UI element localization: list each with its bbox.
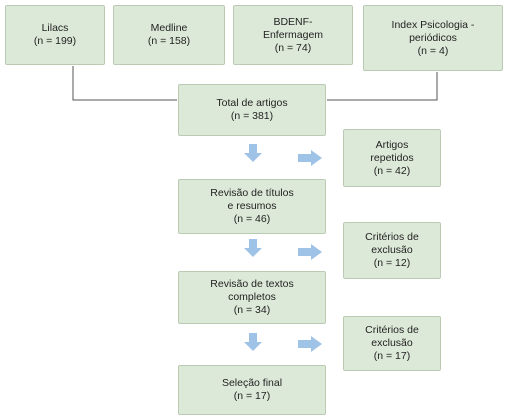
exclusion-box-criteria-2: Critérios de exclusão (n = 17) bbox=[343, 316, 441, 371]
exclusion-criteria1-line2: exclusão bbox=[371, 244, 413, 256]
right-arrow-icon bbox=[298, 150, 322, 166]
step-total-label: Total de artigos bbox=[216, 97, 288, 109]
step-title-review-line2: e resumos bbox=[227, 200, 277, 212]
exclusion-duplicates-line2: repetidos bbox=[370, 151, 414, 164]
step-title-review-line1: Revisão de títulos bbox=[210, 187, 294, 199]
step-total-count: (n = 381) bbox=[230, 110, 274, 122]
step-title-review-count: (n = 46) bbox=[233, 213, 271, 225]
source-bdenf-name-line1: BDENF- bbox=[273, 15, 313, 28]
source-lilacs-name: Lilacs bbox=[41, 22, 69, 34]
source-box-medline: Medline (n = 158) bbox=[113, 5, 225, 65]
step-box-final-selection: Seleção final (n = 17) bbox=[178, 365, 326, 415]
step-final-count: (n = 17) bbox=[233, 390, 271, 402]
exclusion-duplicates-count: (n = 42) bbox=[373, 164, 411, 177]
right-arrow-icon bbox=[298, 336, 322, 352]
down-arrow-icon bbox=[244, 239, 262, 257]
left-connector bbox=[72, 66, 177, 101]
source-medline-name: Medline bbox=[150, 22, 188, 34]
step-fulltext-line1: Revisão de textos bbox=[210, 278, 294, 290]
source-index-name-line1: Index Psicologia - bbox=[391, 18, 475, 31]
step-box-total: Total de artigos (n = 381) bbox=[178, 84, 326, 136]
exclusion-criteria2-count: (n = 17) bbox=[373, 350, 411, 362]
source-medline-count: (n = 158) bbox=[147, 35, 191, 47]
exclusion-box-criteria-1: Critérios de exclusão (n = 12) bbox=[343, 222, 441, 279]
source-lilacs-count: (n = 199) bbox=[33, 35, 77, 47]
right-arrow-icon bbox=[298, 244, 322, 260]
source-box-index-psicologia: Index Psicologia - periódicos (n = 4) bbox=[363, 5, 503, 71]
exclusion-criteria1-count: (n = 12) bbox=[373, 257, 411, 269]
step-final-label: Seleção final bbox=[221, 377, 283, 389]
exclusion-criteria2-line1: Critérios de bbox=[365, 324, 419, 336]
right-connector bbox=[327, 72, 438, 101]
step-fulltext-count: (n = 34) bbox=[233, 304, 271, 316]
source-bdenf-count: (n = 74) bbox=[274, 41, 312, 54]
source-box-lilacs: Lilacs (n = 199) bbox=[5, 5, 105, 65]
exclusion-box-duplicates: Artigos repetidos (n = 42) bbox=[343, 129, 441, 187]
source-index-name-line2: periódicos bbox=[409, 31, 457, 44]
source-index-count: (n = 4) bbox=[417, 44, 449, 57]
step-fulltext-line2: completos bbox=[228, 291, 276, 303]
step-box-title-abstract-review: Revisão de títulos e resumos (n = 46) bbox=[178, 179, 326, 234]
source-box-bdenf: BDENF- Enfermagem (n = 74) bbox=[233, 5, 353, 65]
exclusion-criteria1-line1: Critérios de bbox=[365, 231, 419, 243]
exclusion-duplicates-line1: Artigos bbox=[375, 138, 409, 151]
source-bdenf-name-line2: Enfermagem bbox=[262, 28, 324, 41]
down-arrow-icon bbox=[244, 144, 262, 162]
down-arrow-icon bbox=[244, 333, 262, 351]
exclusion-criteria2-line2: exclusão bbox=[371, 337, 413, 349]
step-box-full-text-review: Revisão de textos completos (n = 34) bbox=[178, 271, 326, 324]
